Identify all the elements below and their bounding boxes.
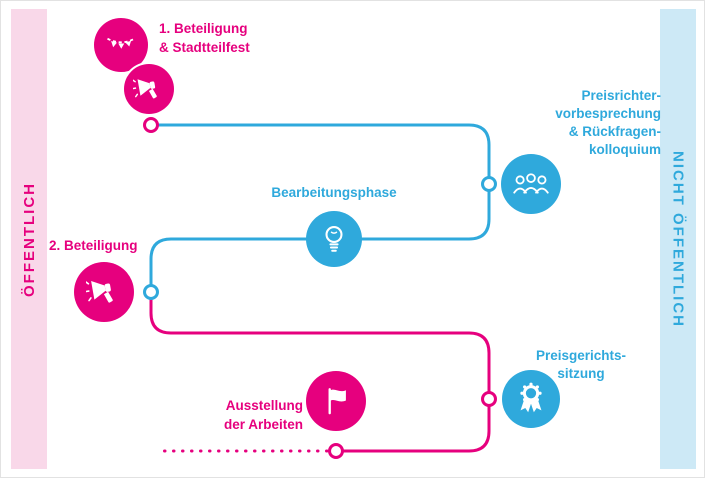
label-line: 2. Beteiligung (49, 238, 138, 253)
label-line: Bearbeitungsphase (271, 185, 397, 200)
step-circle-preisrichter (501, 154, 561, 214)
connector-node-beteiligung2 (143, 284, 159, 300)
jury-icon (513, 172, 549, 194)
not-public-band-label: NICHT ÖFFENTLICH (669, 150, 687, 328)
connector-medal-to-flag (343, 406, 491, 453)
megaphone-icon (86, 281, 113, 303)
label-beteiligung2: 2. Beteiligung (49, 237, 138, 255)
connector-step2-to-medal (149, 299, 491, 392)
label-line: & Stadtteilfest (159, 40, 250, 55)
label-ausstellung: Ausstellung der Arbeiten (171, 396, 303, 434)
label-line: & Rückfragen- (568, 124, 661, 139)
step-circle-bearbeitungsphase (306, 211, 362, 267)
connector-step1-to-jury (158, 123, 491, 177)
megaphone-icon (133, 79, 157, 99)
label-line: Ausstellung (225, 398, 303, 413)
flag-icon (328, 388, 346, 415)
bunting-icon (107, 37, 135, 49)
label-preisgericht: Preisgerichts- sitzung (506, 347, 656, 383)
connector-node-preisrichter (481, 176, 497, 192)
step-circle-stadtteilfest (94, 18, 148, 72)
step-circle-ausstellung (306, 371, 366, 431)
label-bearbeitungsphase: Bearbeitungsphase (239, 184, 429, 202)
step-circle-beteiligung2 (74, 262, 134, 322)
label-preisrichter: Preisrichter- vorbesprechung & Rückfrage… (471, 87, 661, 159)
label-line: Preisrichter- (581, 88, 661, 103)
lightbulb-icon (325, 225, 343, 252)
label-line: 1. Beteiligung (159, 21, 248, 36)
connector-node-preisgericht (481, 391, 497, 407)
label-line: sitzung (557, 366, 605, 381)
label-beteiligung1: 1. Beteiligung & Stadtteilfest (159, 19, 250, 57)
label-line: vorbesprechung (555, 106, 661, 121)
label-line: der Arbeiten (223, 417, 303, 432)
step-circle-preisgericht (502, 370, 560, 428)
connector-node-ausstellung (328, 443, 344, 459)
label-line: kolloquium (589, 142, 661, 157)
step-circle-beteiligung1 (124, 64, 174, 114)
public-band: ÖFFENTLICH (11, 9, 47, 469)
rosette-icon (520, 382, 542, 413)
not-public-band: NICHT ÖFFENTLICH (660, 9, 696, 469)
connector-node-beteiligung1 (143, 117, 159, 133)
label-line: Preisgerichts- (535, 348, 627, 363)
